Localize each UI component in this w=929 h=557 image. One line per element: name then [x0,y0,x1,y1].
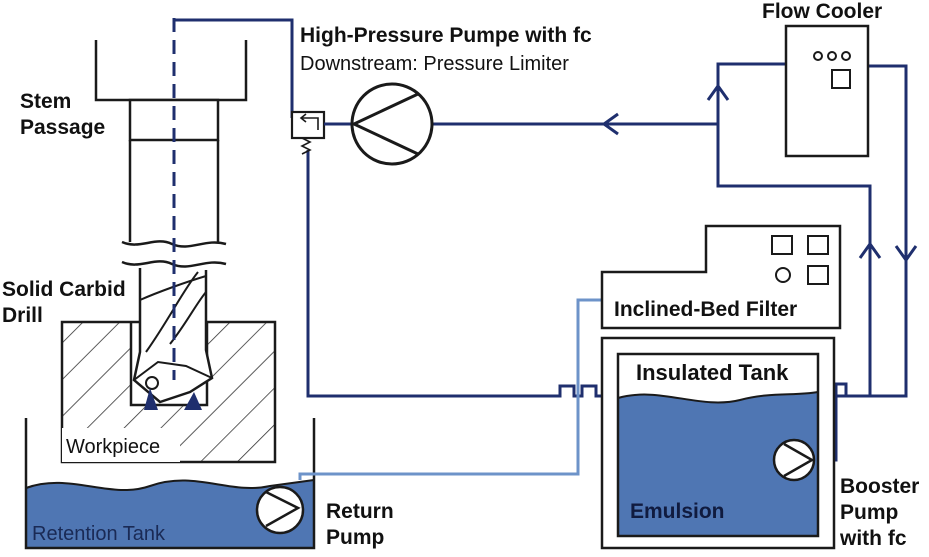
cooler-led-1 [813,51,823,61]
high-pressure-pump [350,82,434,166]
coolant-jet-left [144,388,158,410]
booster-label-line1: Booster [840,475,919,498]
retention-tank [24,418,316,550]
workpiece-label: Workpiece [66,436,160,458]
return-pump-symbol [265,490,301,528]
drill-label-line2: Drill [2,304,43,327]
pump-symbol [350,92,419,156]
spindle [94,40,248,268]
stem-shaft [128,140,220,242]
emulsion-label: Emulsion [630,500,725,523]
stem-break-upper [121,240,227,248]
pump-casing [350,82,434,166]
arrow-up-cooler [706,83,730,101]
spindle-housing [94,40,248,102]
pump-title-label: High-Pressure Pumpe with fc [300,24,592,47]
coolant-jet-right [184,392,202,410]
pump-subtitle-label: Downstream: Pressure Limiter [300,53,569,75]
arrow-down-cooler [894,245,918,263]
tank-inner-wall [616,352,820,538]
filter-button-2 [807,235,829,255]
valve-spring [300,137,312,155]
flow-cooler [784,24,870,158]
retention-liquid [26,480,314,548]
return-pump-casing [255,485,305,535]
stem-label-line2: Passage [20,116,105,139]
retention-tank-wall [24,418,316,550]
return-pipe [298,298,602,480]
insulated-tank-label: Insulated Tank [636,360,789,385]
retention-liquid-surface [25,479,315,491]
cooler-cabinet [784,24,870,158]
stem-label-line1: Stem [20,90,71,113]
drill-label-line1: Solid Carbid [2,278,126,301]
stem-break-lower [121,260,227,268]
booster-symbol [783,442,815,478]
filter-button-1 [771,235,793,255]
emulsion-liquid [618,392,818,536]
cooler-led-3 [841,51,851,61]
filter-button-3 [807,265,829,285]
arrow-up-booster [858,241,882,259]
solid-carbide-drill [132,268,214,410]
filter-indicator [775,267,791,283]
valve-symbol [299,113,319,130]
pipe-top-feed [174,18,294,118]
inclined-bed-filter [600,224,842,330]
flow-cooler-label: Flow Cooler [762,0,882,23]
booster-label-line2: Pump [840,501,898,524]
pipe-cooler-right [860,64,908,398]
arrow-left [601,112,619,136]
pipe-cooler-loop [716,62,786,124]
booster-pump [772,438,816,482]
retention-tank-label: Retention Tank [32,523,166,545]
pressure-limiter-valve [290,110,352,155]
booster-casing [772,438,816,482]
cooler-led-2 [827,51,837,61]
drill-tip [133,360,213,381]
workpiece-label-bg [62,428,180,462]
pipe-limiter-return [306,150,616,398]
coolant-outlet [145,376,159,390]
flow-arrows [601,83,918,263]
filter-label: Inclined-Bed Filter [614,298,797,321]
cooler-display [831,69,851,89]
booster-label-line3: with fc [839,527,907,550]
drill-flute-1 [139,275,207,301]
return-pump-label-line2: Pump [326,526,384,549]
return-pump-label-line1: Return [326,500,394,523]
return-pump [255,485,305,535]
emulsion-surface [617,391,819,404]
valve-body [290,110,326,140]
